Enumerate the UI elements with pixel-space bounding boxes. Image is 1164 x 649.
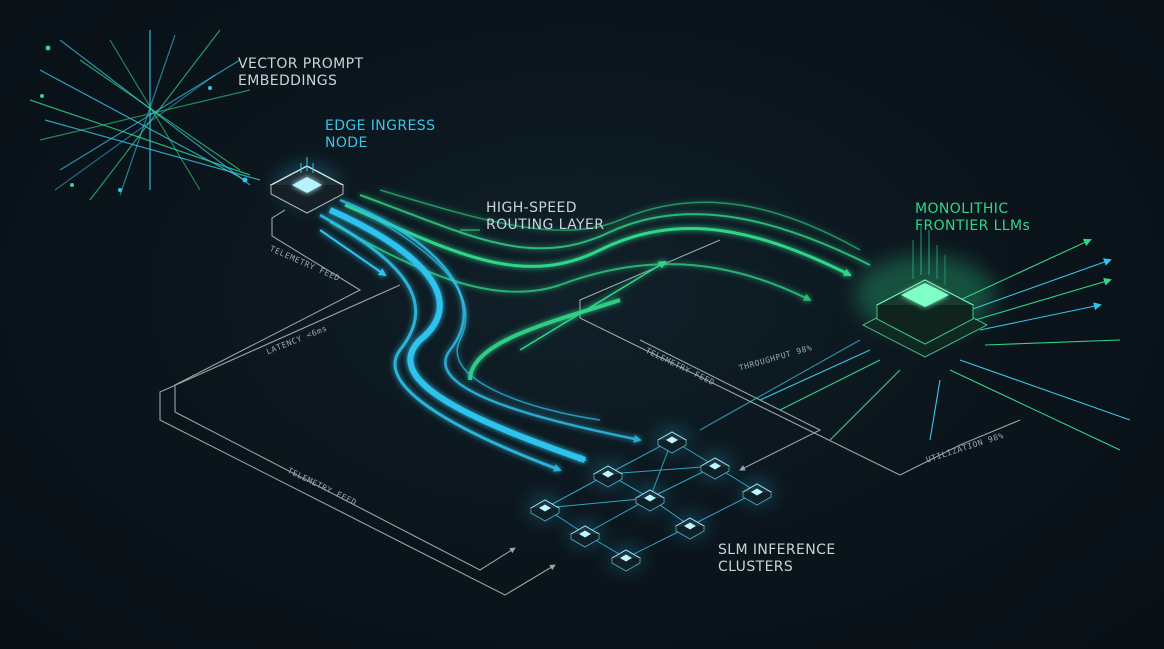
label-line: MONOLITHIC: [915, 201, 1009, 217]
slm-node: [569, 524, 601, 548]
slm-node: [656, 430, 688, 454]
label-high-speed-routing-layer: HIGH-SPEED ROUTING LAYER: [486, 200, 604, 234]
slm-node: [592, 464, 624, 488]
label-line: HIGH-SPEED: [486, 200, 577, 216]
label-line: EDGE INGRESS: [325, 118, 436, 134]
slm-node: [610, 548, 642, 572]
edge-ingress-node: [269, 157, 345, 214]
slm-node: [634, 488, 666, 512]
label-line: ROUTING LAYER: [486, 217, 605, 233]
slm-node: [674, 516, 706, 540]
telemetry-loops: [159, 209, 1021, 596]
slm-node: [529, 498, 561, 522]
label-line: CLUSTERS: [718, 559, 794, 575]
slm-nodes: [529, 430, 773, 572]
label-line: VECTOR PROMPT: [238, 56, 364, 72]
label-line: SLM INFERENCE: [718, 542, 836, 558]
label-vector-prompt-embeddings: VECTOR PROMPT EMBEDDINGS: [238, 56, 363, 90]
label-line: NODE: [325, 135, 368, 151]
label-monolithic-frontier-llms: MONOLITHIC FRONTIER LLMs: [915, 201, 1030, 235]
label-line: EMBEDDINGS: [238, 73, 338, 89]
slm-node: [741, 482, 773, 506]
cyan-routing-paths: [319, 198, 642, 472]
green-routing-paths: [329, 189, 871, 381]
label-edge-ingress-node: EDGE INGRESS NODE: [325, 118, 435, 152]
vector-embedding-rays: [29, 29, 261, 201]
label-slm-inference-clusters: SLM INFERENCE CLUSTERS: [718, 542, 836, 576]
label-line: FRONTIER LLMs: [915, 218, 1031, 234]
slm-node: [699, 456, 731, 480]
frontier-llm-chip: [855, 225, 995, 358]
